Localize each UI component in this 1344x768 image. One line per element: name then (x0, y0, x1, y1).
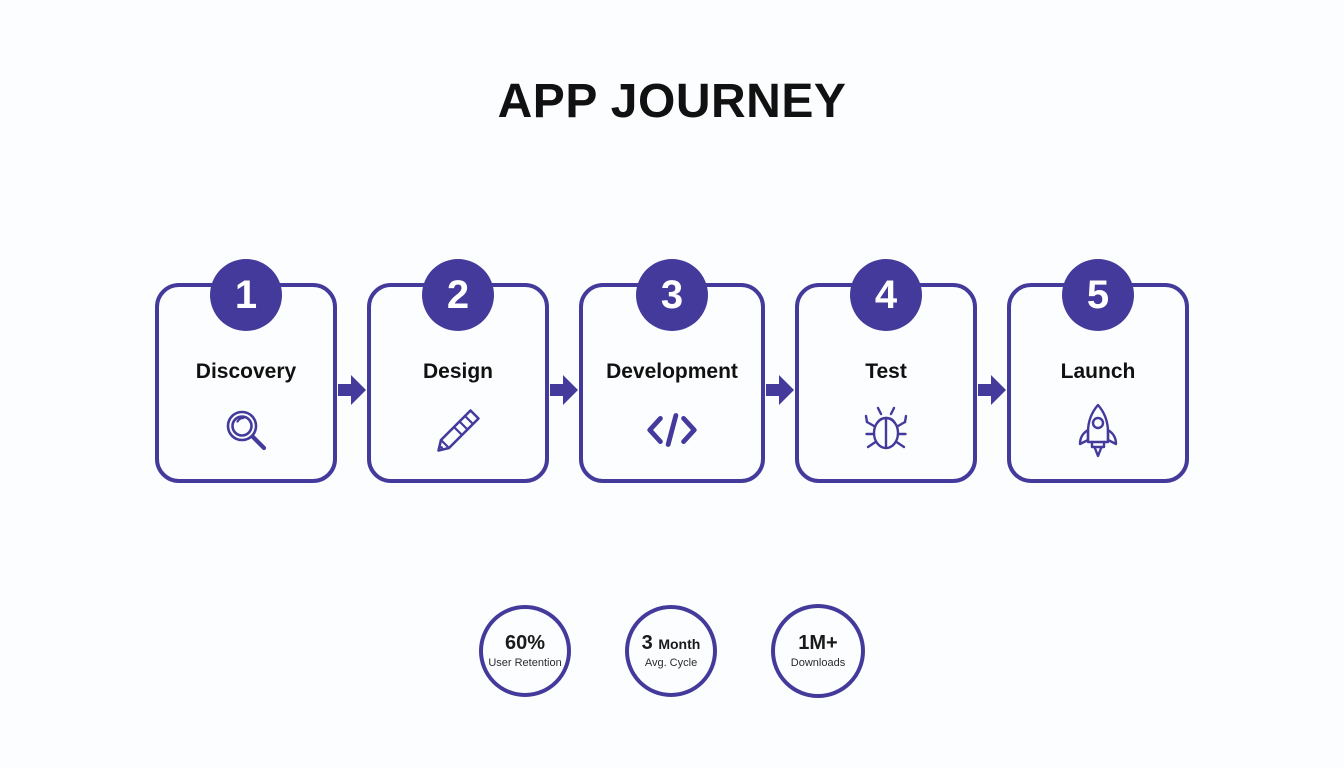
stat-value: 1M+ (798, 631, 838, 654)
stat-number: 3 (641, 631, 653, 654)
journey-step-development[interactable]: 3 Development (579, 259, 765, 483)
stats-row: 60% User Retention 3 Month Avg. Cycle 1M… (0, 604, 1344, 698)
pencil-icon (430, 402, 486, 458)
rocket-icon (1070, 402, 1126, 458)
journey-step-discovery[interactable]: 1 Discovery (155, 259, 337, 483)
stat-value: 3 Month (642, 632, 701, 655)
step-label: Design (422, 360, 493, 383)
bug-icon (858, 402, 914, 458)
step-number-badge: 3 (636, 259, 708, 331)
step-number-badge: 2 (422, 259, 494, 331)
stat-avg-cycle[interactable]: 3 Month Avg. Cycle (625, 605, 717, 697)
code-brackets-icon (644, 402, 700, 458)
journey-step-test[interactable]: 4 Test (795, 259, 977, 483)
stat-caption: Avg. Cycle (644, 656, 698, 669)
stat-caption: Downloads (790, 656, 846, 669)
arrow-right-icon-3 (765, 373, 795, 407)
stat-value: 60% (504, 631, 546, 654)
journey-steps-row: 1 Discovery 2 Design (155, 259, 1189, 483)
arrow-right-icon-1 (337, 373, 367, 407)
step-label: Development (606, 360, 738, 383)
step-number-badge: 4 (850, 259, 922, 331)
arrow-right-icon-2 (549, 373, 579, 407)
magnifier-icon (218, 402, 274, 458)
step-label: Launch (1060, 360, 1136, 383)
stat-caption: User Retention (488, 656, 562, 669)
journey-step-launch[interactable]: 5 Launch (1007, 259, 1189, 483)
arrow-right-icon-4 (977, 373, 1007, 407)
stat-unit: Month (658, 635, 701, 652)
step-label: Discovery (195, 360, 297, 383)
step-number-badge: 1 (210, 259, 282, 331)
stat-downloads[interactable]: 1M+ Downloads (771, 604, 865, 698)
stat-user-retention[interactable]: 60% User Retention (479, 605, 571, 697)
page-title: APP JOURNEY (497, 75, 847, 128)
journey-step-design[interactable]: 2 Design (367, 259, 549, 483)
step-number-badge: 5 (1062, 259, 1134, 331)
step-label: Test (865, 360, 907, 383)
